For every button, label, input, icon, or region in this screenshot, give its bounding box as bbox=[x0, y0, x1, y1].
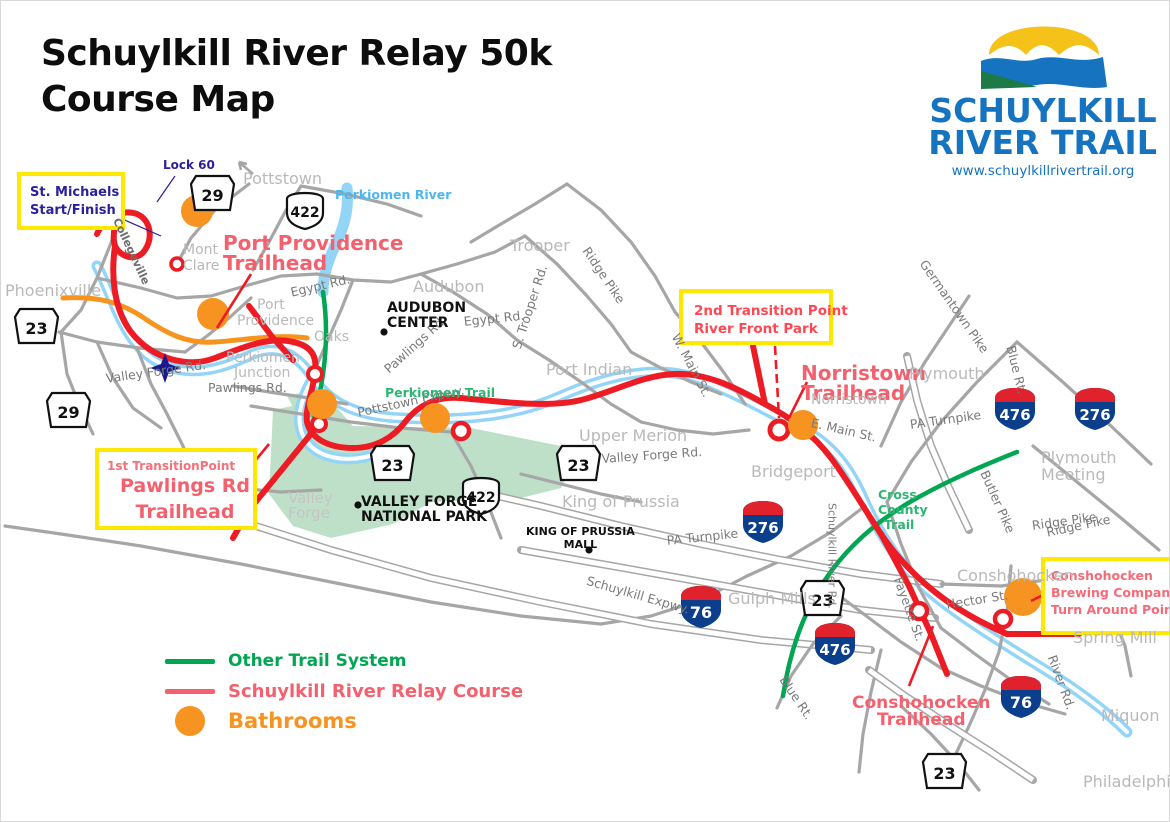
callout-line: Turn Around Point bbox=[1051, 601, 1170, 617]
legend-label: Other Trail System bbox=[228, 651, 407, 671]
leader-riverfront bbox=[773, 345, 781, 419]
svg-text:29: 29 bbox=[201, 186, 223, 205]
callout-line: Trailhead bbox=[135, 500, 235, 523]
pottstown-arrow-icon bbox=[237, 160, 254, 175]
leader-conshohocken-trailhead bbox=[907, 625, 935, 687]
svg-text:276: 276 bbox=[747, 519, 778, 537]
page-title: Schuylkill River Relay 50k Course Map bbox=[41, 31, 661, 123]
leader-norristown bbox=[787, 381, 809, 419]
start-finish-star-icon bbox=[150, 353, 180, 383]
legend-item-relay-course: Schuylkill River Relay Course bbox=[164, 676, 523, 706]
kop-mall-dot bbox=[585, 546, 593, 554]
logo-sun-icon bbox=[989, 26, 1099, 55]
svg-text:23: 23 bbox=[567, 456, 589, 475]
title-line-1: Schuylkill River Relay 50k bbox=[41, 33, 552, 74]
logo-land-icon bbox=[981, 71, 1037, 89]
callout-line: River Front Park bbox=[694, 321, 818, 338]
bathroom-dot bbox=[197, 298, 229, 330]
callout-line: Conshohocken bbox=[1051, 568, 1153, 583]
shield-us-422-a: 422 bbox=[285, 191, 325, 231]
shield-state-29-a: 29 bbox=[189, 174, 236, 212]
shield-interstate-476-b: 476 bbox=[815, 623, 855, 665]
leader-port-providence bbox=[215, 273, 253, 329]
legend-label: Schuylkill River Relay Course bbox=[228, 680, 524, 702]
orange-trail bbox=[60, 295, 310, 345]
svg-text:23: 23 bbox=[25, 319, 47, 338]
shield-interstate-476-a: 476 bbox=[995, 388, 1035, 430]
callout-conshohocken-turnaround[interactable]: Conshohocken Brewing Company Turn Around… bbox=[1041, 557, 1170, 635]
bathroom-dot bbox=[788, 410, 818, 440]
map-canvas: .rd{fill:none;stroke:#a6a6a6;stroke-widt… bbox=[1, 146, 1169, 821]
callout-line: Start/Finish bbox=[30, 202, 116, 218]
svg-text:76: 76 bbox=[1010, 693, 1032, 712]
svg-text:23: 23 bbox=[381, 456, 403, 475]
highway-shields: 29 23 29 23 23 bbox=[13, 174, 1115, 790]
svg-text:476: 476 bbox=[999, 406, 1030, 424]
callout-line: St. Michaels bbox=[30, 185, 120, 200]
logo-name-line-2: RIVER TRAIL bbox=[931, 123, 1156, 162]
legend-item-bathrooms: Bathrooms bbox=[164, 706, 523, 736]
shield-state-23-d: 23 bbox=[799, 579, 846, 617]
logo-url: www.schuylkillrivertrail.org bbox=[952, 163, 1135, 179]
svg-text:76: 76 bbox=[690, 603, 712, 622]
shield-interstate-276-a: 276 bbox=[1075, 388, 1115, 430]
svg-text:29: 29 bbox=[57, 403, 79, 422]
callout-line: Brewing Company bbox=[1051, 584, 1170, 600]
map-legend: Other Trail System Schuylkill River Rela… bbox=[164, 646, 523, 736]
svg-text:276: 276 bbox=[1079, 406, 1110, 424]
legend-swatch-line-green bbox=[164, 658, 216, 664]
callout-line: 1st TransitionPoint bbox=[107, 459, 236, 473]
shield-state-23-e: 23 bbox=[921, 752, 968, 790]
shield-state-23-a: 23 bbox=[13, 307, 60, 345]
valley-forge-park-area bbox=[269, 404, 573, 538]
callout-transition-1[interactable]: 1st TransitionPoint Pawlings Rd Trailhea… bbox=[95, 448, 257, 530]
legend-swatch-dot-orange bbox=[164, 706, 216, 736]
logo-name-line-1: SCHUYLKILL bbox=[931, 91, 1156, 130]
svg-text:476: 476 bbox=[819, 641, 850, 659]
course-junction-markers bbox=[169, 256, 1014, 630]
audubon-center-dot bbox=[380, 328, 388, 336]
shield-interstate-76-b: 76 bbox=[1001, 676, 1041, 718]
legend-item-other-trail: Other Trail System bbox=[164, 646, 523, 676]
callout-line: 2nd Transition Point bbox=[694, 303, 848, 319]
shield-us-422-b: 422 bbox=[461, 476, 501, 516]
schuylkill-river-trail-logo: SCHUYLKILL RIVER TRAIL www.schuylkillriv… bbox=[931, 9, 1156, 209]
legend-label: Bathrooms bbox=[228, 709, 357, 733]
shield-state-23-b: 23 bbox=[369, 444, 416, 482]
leader-lock60 bbox=[156, 175, 176, 203]
shield-interstate-76-a: 76 bbox=[681, 586, 721, 628]
title-line-2: Course Map bbox=[41, 79, 275, 121]
shield-interstate-276-b: 276 bbox=[743, 501, 783, 543]
cross-county-trail-green bbox=[780, 449, 1020, 699]
legend-swatch-line-red bbox=[164, 688, 216, 694]
svg-text:23: 23 bbox=[933, 764, 955, 783]
shield-state-29-b: 29 bbox=[45, 391, 92, 429]
bathroom-dot bbox=[307, 389, 337, 419]
bathroom-dot bbox=[1004, 578, 1042, 616]
svg-text:23: 23 bbox=[811, 591, 833, 610]
valley-forge-dot bbox=[354, 501, 362, 509]
shield-state-23-c: 23 bbox=[555, 444, 602, 482]
callout-st-michaels[interactable]: St. Michaels Start/Finish bbox=[17, 172, 125, 230]
svg-text:422: 422 bbox=[290, 205, 319, 221]
svg-text:422: 422 bbox=[466, 490, 495, 506]
bathroom-dot bbox=[420, 403, 450, 433]
callout-transition-2[interactable]: 2nd Transition Point River Front Park bbox=[679, 289, 848, 345]
callout-line: Pawlings Rd bbox=[119, 475, 251, 498]
